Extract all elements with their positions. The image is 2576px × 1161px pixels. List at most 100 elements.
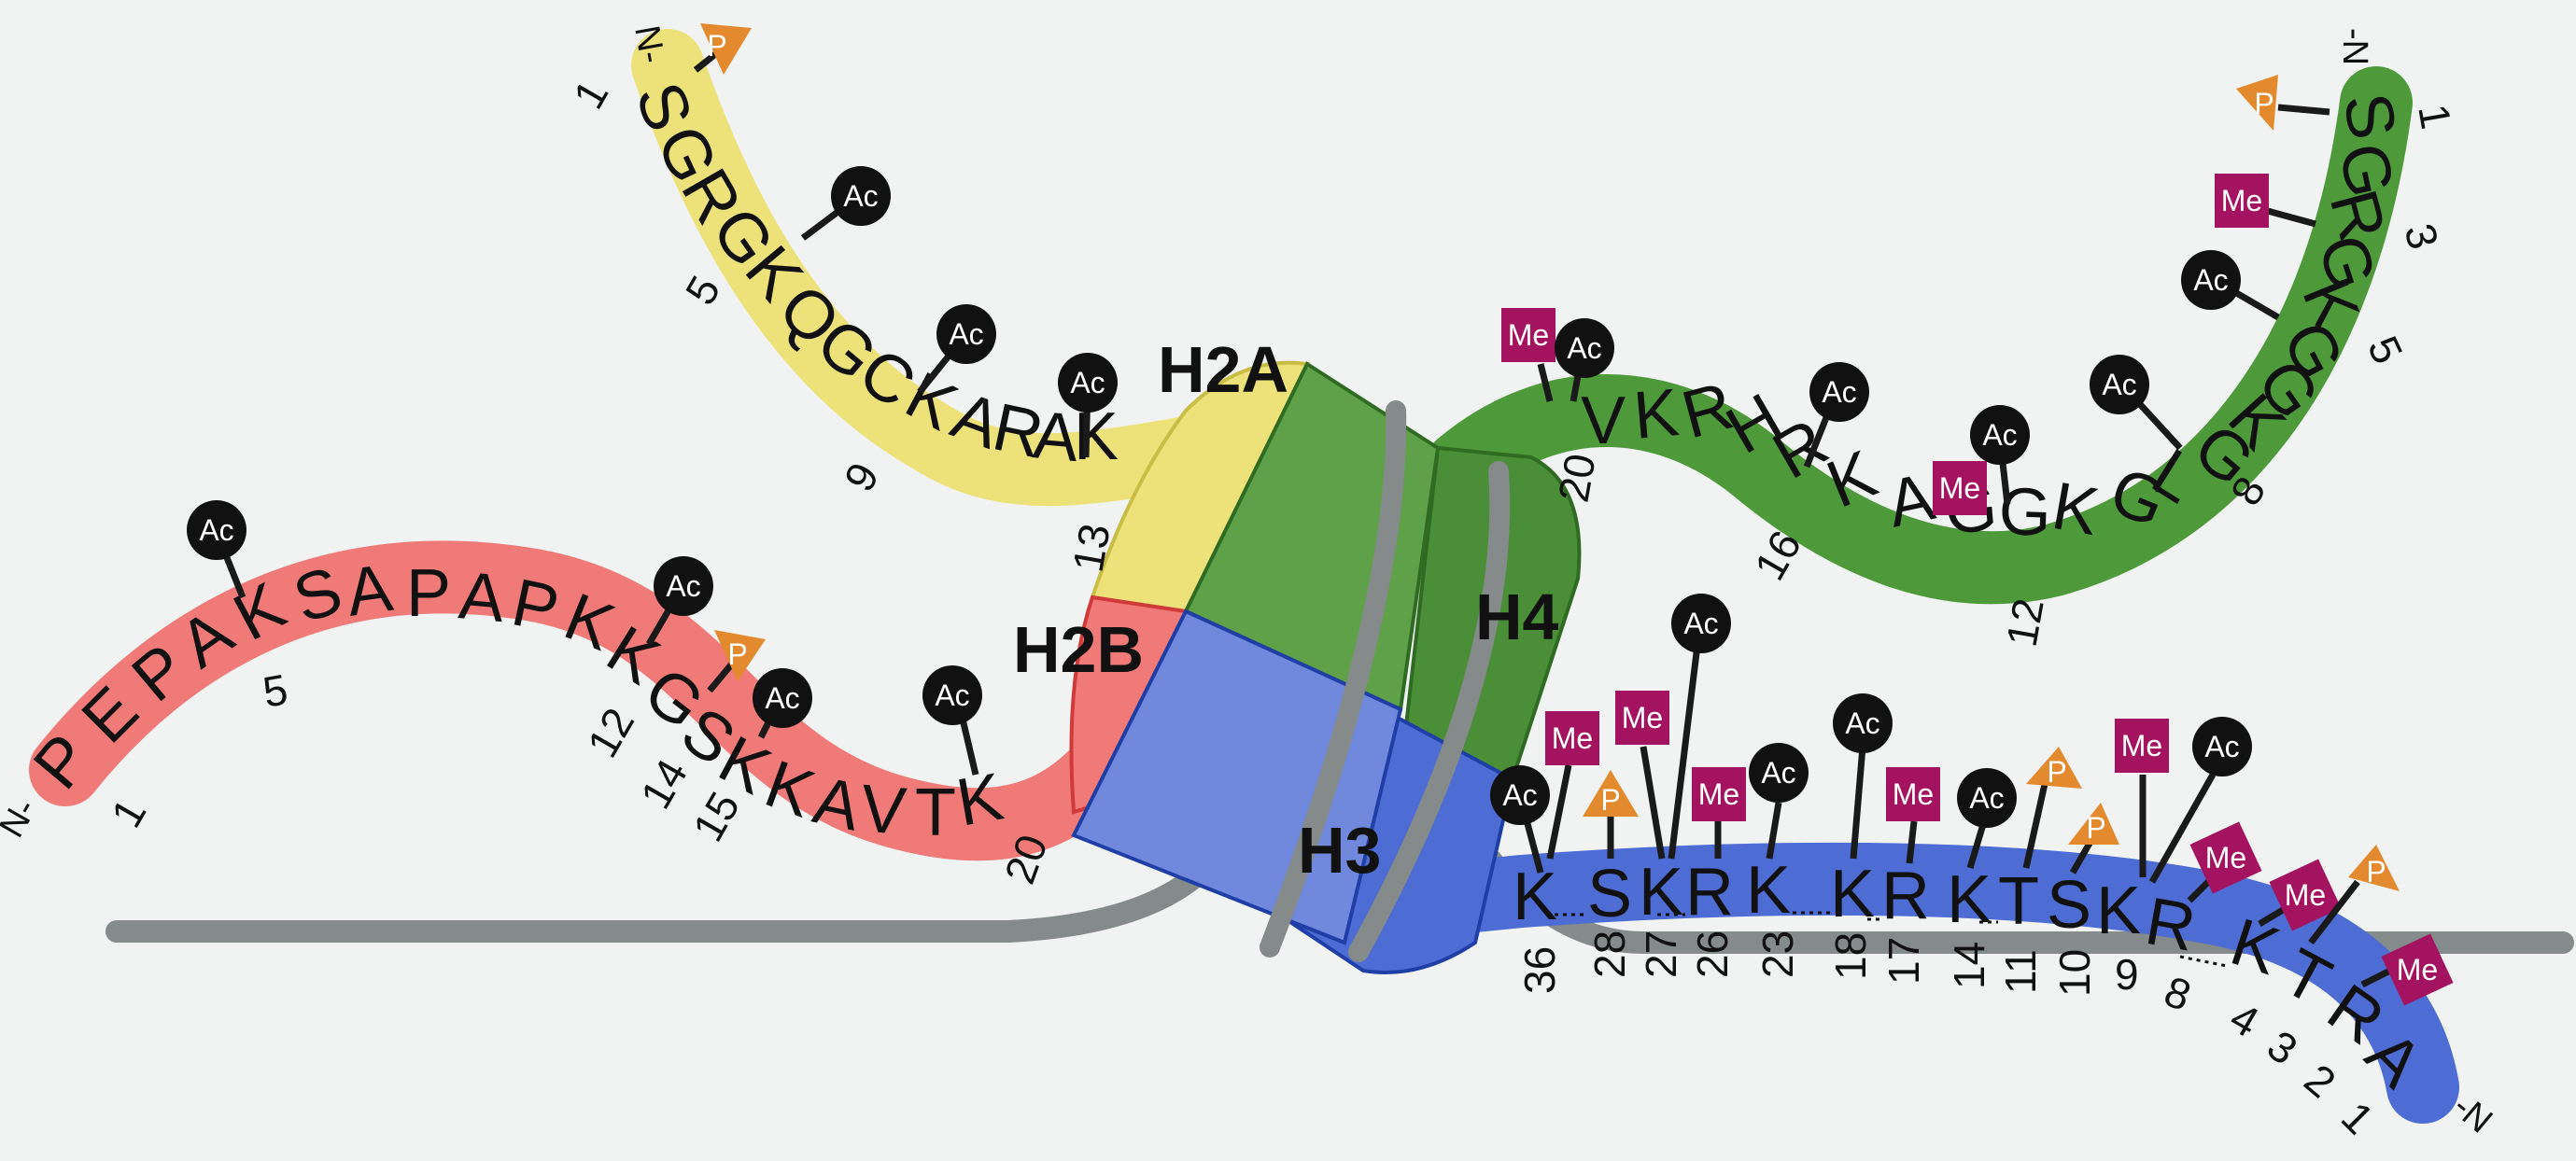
position-number: 1 — [2409, 101, 2461, 133]
position-number: 26 — [1688, 930, 1737, 978]
position-number: 1 — [564, 72, 618, 117]
svg-text:Me: Me — [2221, 184, 2262, 217]
svg-text:Me: Me — [2121, 729, 2162, 762]
h3-mod-methyl-17: Me — [1886, 767, 1940, 864]
svg-text:P: P — [707, 29, 726, 63]
svg-text:Me: Me — [1893, 777, 1934, 811]
h3-mod-acetyl-23: Ac — [1749, 743, 1809, 860]
residue: T — [1998, 864, 2039, 939]
svg-text:Ac: Ac — [843, 179, 878, 213]
h2a-n-terminus: N- — [626, 22, 671, 66]
position-number: 9 — [2115, 950, 2139, 999]
position-number: 5 — [2358, 329, 2413, 371]
h3-mod-phospho-3: P — [2308, 845, 2400, 945]
svg-text:Ac: Ac — [1845, 706, 1879, 740]
svg-text:Ac: Ac — [1761, 756, 1795, 790]
svg-text:Ac: Ac — [2102, 368, 2136, 401]
residue: S — [2047, 868, 2091, 943]
position-number: 10 — [2050, 949, 2099, 997]
position-number: 28 — [1585, 930, 1634, 978]
residue: K — [1639, 855, 1683, 930]
svg-text:Ac: Ac — [1969, 781, 2004, 815]
residue: T — [915, 776, 956, 850]
h3-gap-dots — [1555, 911, 2228, 968]
svg-text:Me: Me — [1552, 721, 1593, 755]
svg-text:Ac: Ac — [765, 681, 799, 715]
position-number: 1 — [2332, 1092, 2384, 1143]
h2b-n-terminus: N- — [0, 792, 45, 845]
residue: A — [457, 558, 508, 636]
h2b-positions: 1 5 12 14 15 20 — [102, 664, 1057, 889]
position-number: 5 — [260, 664, 291, 717]
residue: V — [858, 771, 909, 849]
svg-text:Ac: Ac — [1683, 607, 1718, 640]
svg-text:Me: Me — [2205, 841, 2246, 874]
h3-mod-phospho-28: P — [1583, 770, 1639, 859]
svg-text:P: P — [1600, 783, 1620, 817]
h4-mod-phospho-1: P — [2236, 75, 2330, 131]
dna-wrap-1 — [1260, 400, 1407, 958]
svg-text:Me: Me — [2397, 953, 2438, 986]
svg-text:Ac: Ac — [1982, 418, 2017, 452]
position-number: 11 — [1996, 949, 2045, 994]
residue: R — [1685, 855, 1734, 930]
position-number: 13 — [1063, 520, 1119, 575]
svg-text:P: P — [2366, 855, 2386, 888]
h2b-blue-face — [1071, 608, 1403, 945]
residue: K — [1746, 853, 1791, 928]
residue: S — [1587, 857, 1632, 931]
h4-mod-acetyl-5: Ac — [2181, 250, 2280, 321]
h2a-label: H2A — [1158, 333, 1288, 406]
svg-text:P: P — [2254, 87, 2273, 120]
position-number: 18 — [1826, 932, 1875, 980]
h4-mod-acetyl-20: Ac — [1555, 318, 1614, 402]
svg-text:Ac: Ac — [949, 317, 983, 351]
position-number: 2 — [2296, 1055, 2345, 1107]
h3-mod-phospho-11: P — [2022, 747, 2082, 869]
h2b-tail-ribbon — [29, 540, 1157, 861]
svg-text:Ac: Ac — [2193, 263, 2228, 297]
position-number: 3 — [2395, 218, 2448, 254]
position-number: 17 — [1879, 937, 1928, 985]
svg-text:P: P — [2047, 755, 2066, 789]
h3-mod-methyl-2: Me — [2360, 933, 2454, 1006]
residue: A — [1031, 398, 1082, 476]
h3-mod-methyl-36: Me — [1545, 711, 1599, 860]
residue: K — [1074, 399, 1119, 474]
modification-marks: P Ac Ac Ac Ac Ac P Ac Ac P Me Ac Ac Me A… — [187, 23, 2454, 1006]
residue: R — [1881, 859, 1930, 933]
svg-text:Ac: Ac — [1502, 778, 1537, 812]
position-number: 9 — [835, 455, 889, 499]
h3-mod-acetyl-18: Ac — [1833, 693, 1893, 860]
h3-mod-methyl-9: Me — [2115, 719, 2169, 877]
h3-mod-methyl-4: Me — [2258, 859, 2342, 931]
residue: K — [1947, 862, 1992, 937]
svg-text:Me: Me — [1622, 701, 1663, 734]
h2b-mod-acetyl-20: Ac — [922, 665, 982, 776]
position-number: 8 — [2159, 967, 2198, 1021]
svg-text:Me: Me — [1698, 777, 1739, 811]
residue: K — [1630, 375, 1682, 454]
svg-text:Ac: Ac — [666, 569, 700, 603]
h2a-mod-acetyl-9: Ac — [917, 304, 996, 395]
h4-mod-methyl-20: Me — [1501, 308, 1555, 402]
position-number: 12 — [1997, 594, 2053, 650]
h4-mod-methyl-3: Me — [2215, 174, 2316, 228]
h4-tail-ribbon — [1425, 66, 2413, 605]
h2a-block — [1090, 360, 1311, 614]
svg-text:Ac: Ac — [1567, 331, 1601, 365]
h4-n-terminus: -N — [2335, 28, 2374, 65]
svg-text:P: P — [727, 637, 747, 671]
h2b-mod-phospho-14: P — [707, 630, 766, 693]
residue: A — [342, 551, 397, 631]
position-number: 4 — [2222, 993, 2267, 1047]
residue: V — [1581, 384, 1626, 458]
svg-text:Me: Me — [1508, 318, 1549, 352]
h2a-tail-ribbon — [631, 29, 1250, 507]
svg-text:Me: Me — [1939, 471, 1980, 505]
h3-mod-phospho-10: P — [2068, 803, 2119, 874]
h4-mod-acetyl-8: Ac — [2090, 355, 2183, 451]
residue: K — [2096, 874, 2141, 948]
position-number: 23 — [1753, 930, 1802, 978]
